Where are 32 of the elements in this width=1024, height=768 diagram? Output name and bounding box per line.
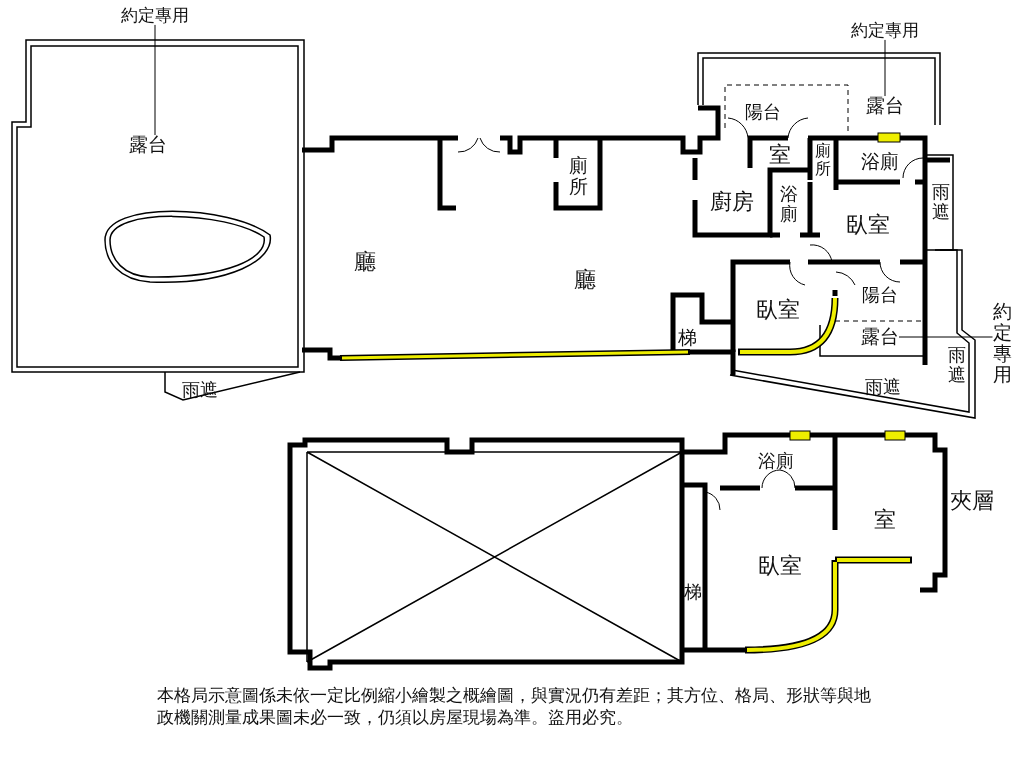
leader-line (884, 39, 886, 97)
room-label: 雨遮 (948, 345, 966, 385)
leader-line (154, 24, 156, 136)
room-label: 夾層 (950, 489, 994, 513)
room-label: 雨遮 (182, 380, 218, 400)
room-label: 陽台 (745, 102, 781, 122)
room-label: 廳 (574, 268, 596, 292)
room-label: 露台 (129, 135, 167, 155)
room-label: 梯 (677, 328, 697, 348)
room-label: 廳 (354, 250, 376, 274)
room-label: 陽台 (862, 285, 898, 305)
room-label: 浴廁 (861, 152, 899, 172)
room-label: 浴廁 (758, 451, 794, 471)
room-label: 臥室 (758, 554, 802, 578)
caption: 本格局示意圖係未依一定比例縮小繪製之概繪圖，與實況仍有差距；其方位、格局、形狀等與地政機關測量成果圖未必一致，仍須以房屋現場為準。盜用必究。 (157, 684, 872, 729)
room-label: 雨遮 (932, 182, 950, 222)
room-label: 約定專用 (992, 301, 1012, 385)
room-label: 露台 (861, 327, 899, 347)
room-label: 梯 (684, 582, 702, 602)
room-label: 室 (874, 508, 896, 532)
room-label: 臥室 (846, 213, 890, 237)
room-label: 廚房 (710, 190, 754, 214)
room-label: 約定專用 (851, 22, 919, 40)
room-label: 約定專用 (121, 7, 189, 25)
room-label: 露台 (866, 96, 904, 116)
room-label: 浴廁 (780, 184, 798, 224)
room-label: 廁所 (568, 155, 588, 197)
leader-line (898, 336, 993, 338)
room-label: 廁所 (815, 142, 831, 178)
room-label: 臥室 (756, 298, 800, 322)
room-label: 室 (769, 143, 791, 167)
room-label: 雨遮 (865, 377, 901, 397)
